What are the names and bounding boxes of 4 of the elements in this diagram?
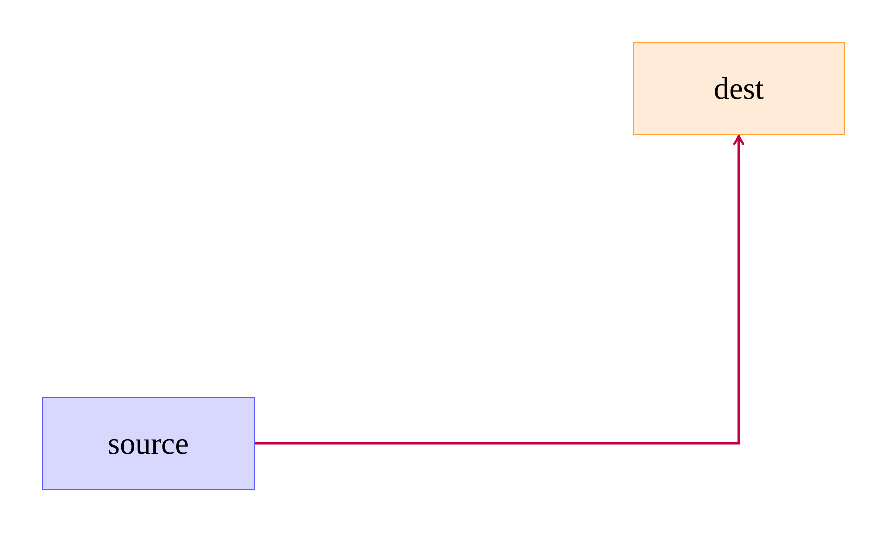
process-box	[42, 397, 255, 490]
process-box	[633, 42, 845, 135]
node-label: source	[108, 426, 189, 462]
node-label: dest	[714, 70, 764, 106]
